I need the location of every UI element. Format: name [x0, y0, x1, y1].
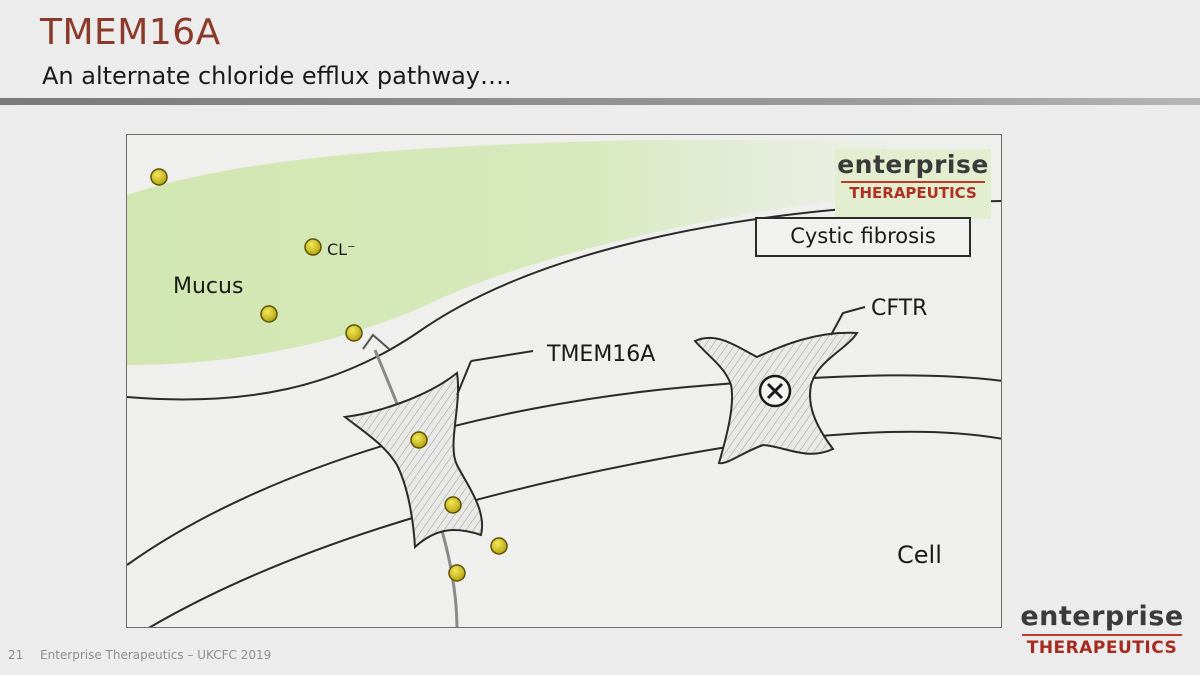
condition-label-box: Cystic fibrosis [755, 217, 971, 257]
apical-membrane [127, 200, 1001, 401]
label-cftr: CFTR [871, 296, 927, 321]
diagram-logo-wordmark: enterprise [837, 150, 989, 179]
chloride-ion [410, 431, 428, 449]
corner-logo-tagline: THERAPEUTICS [1026, 638, 1178, 658]
diagram-logo-tagline: THERAPEUTICS [849, 184, 977, 202]
footer-text: Enterprise Therapeutics – UKCFC 2019 [40, 648, 272, 662]
title-divider [0, 98, 1200, 105]
label-tmem16a: TMEM16A [546, 342, 655, 367]
diagram-logo-rule [841, 181, 985, 183]
slide-footer: 21 Enterprise Therapeutics – UKCFC 2019 [8, 648, 271, 662]
chloride-ion [150, 168, 168, 186]
diagram-logo: enterprise THERAPEUTICS [835, 149, 991, 219]
corner-logo-wordmark: enterprise [1020, 601, 1184, 632]
cell-membrane-inner [148, 430, 1001, 627]
slide-title: TMEM16A [40, 12, 221, 53]
diagram-panel: CL⁻ Mucus TMEM16A CFTR Cell enterprise T… [126, 134, 1002, 628]
label-cell: Cell [897, 541, 942, 569]
mucus-layer [127, 140, 887, 365]
slide-subtitle: An alternate chloride efflux pathway…. [42, 62, 512, 90]
chloride-ion [304, 238, 322, 256]
label-chloride: CL⁻ [327, 240, 356, 259]
label-mucus: Mucus [173, 274, 243, 299]
efflux-arrowhead [362, 333, 390, 350]
corner-logo-rule [1022, 634, 1182, 636]
chloride-ion [448, 564, 466, 582]
chloride-ion [260, 305, 278, 323]
cell-membrane-outer [127, 374, 1001, 566]
tmem16a-channel [342, 371, 484, 550]
corner-logo: enterprise THERAPEUTICS [1018, 600, 1186, 660]
diagram-drawing: CL⁻ Mucus TMEM16A CFTR Cell [127, 140, 1001, 627]
chloride-ion [345, 324, 363, 342]
chloride-ion [444, 496, 462, 514]
page-number: 21 [8, 648, 24, 662]
chloride-ion [490, 537, 508, 555]
